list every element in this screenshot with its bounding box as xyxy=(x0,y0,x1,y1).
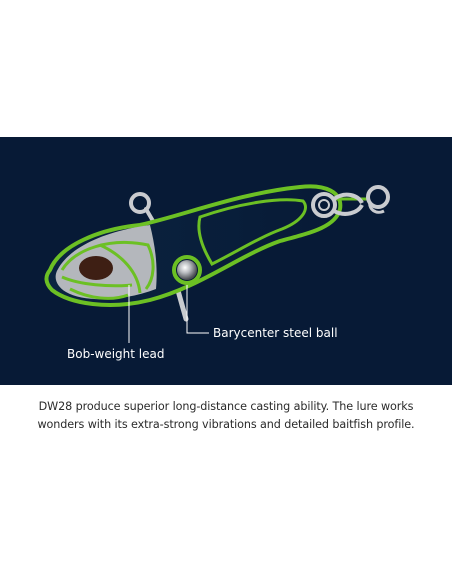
lead-label: Bob-weight lead xyxy=(67,347,164,361)
body-inner-panel xyxy=(197,198,307,266)
barycenter-steel-ball xyxy=(172,255,202,285)
line-tie-ring xyxy=(129,192,155,223)
lure-diagram-panel: Barycenter steel ball Bob-weight lead xyxy=(0,137,452,385)
caption-line-1: DW28 produce superior long-distance cast… xyxy=(38,400,414,413)
lure-diagram: Barycenter steel ball Bob-weight lead xyxy=(44,184,390,361)
rear-eyelet xyxy=(311,185,390,218)
steel-ball-label: Barycenter steel ball xyxy=(213,326,338,340)
steel-ball-callout-line xyxy=(186,285,209,334)
top-whitespace xyxy=(0,0,452,137)
caption-line-2: wonders with its extra-strong vibrations… xyxy=(37,418,415,431)
product-caption: DW28 produce superior long-distance cast… xyxy=(0,398,452,434)
head-outline xyxy=(60,241,155,300)
lure-eye xyxy=(79,256,113,280)
